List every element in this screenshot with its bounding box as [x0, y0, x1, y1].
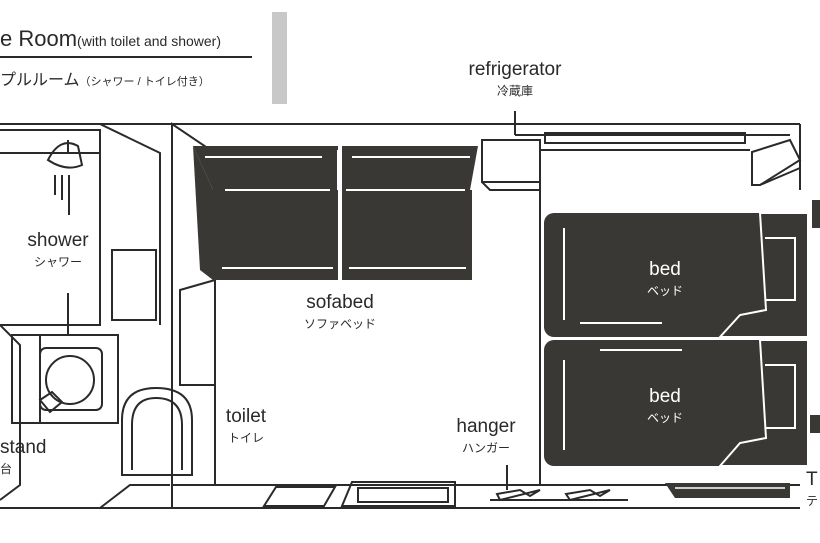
bed-bottom-label-en: bed [649, 386, 681, 407]
sofabed-label-en: sofabed [306, 292, 374, 313]
shower-label: shower シャワー [18, 231, 98, 268]
hanger-rack [490, 465, 628, 502]
washstand-sink [11, 334, 119, 424]
shower-label-ja: シャワー [33, 255, 82, 269]
tv-desk [665, 483, 790, 498]
stand-label-ja: 台 [0, 462, 13, 476]
sofabed [193, 146, 478, 280]
toilet-label-ja: トイレ [227, 431, 264, 445]
refrigerator [481, 111, 541, 191]
bed-top-label: bed ベッド [625, 260, 705, 297]
room-title-ja-sub: （シャワー / トイレ付き） [79, 76, 210, 88]
refrigerator-label-en: refrigerator [468, 59, 562, 80]
bed-bottom-shape [544, 339, 809, 467]
edge-right-label-en: T [806, 469, 818, 490]
hanger-label: hanger ハンガー [445, 417, 527, 454]
bed-top-label-ja: ベッド [646, 284, 683, 298]
toilet-label-en: toilet [225, 406, 267, 427]
shower-head-icon [46, 140, 84, 215]
hanger-label-ja: ハンガー [461, 441, 510, 455]
stand-label-en: stand [0, 437, 47, 458]
sofabed-label-ja: ソファベッド [303, 317, 376, 331]
shower-label-en: shower [27, 230, 89, 251]
refrigerator-label-ja: 冷蔵庫 [496, 84, 533, 98]
floor-mats [262, 481, 456, 507]
bed-top-label-en: bed [649, 259, 681, 280]
room-title: e Room(with toilet and shower) [0, 26, 221, 52]
bed-top-shape [544, 212, 809, 338]
room-title-ja-main: プルルーム [0, 72, 80, 89]
toilet-label: toilet トイレ [218, 407, 274, 444]
bed-bottom-label: bed ベッド [625, 387, 705, 424]
edge-right-label: T テ [806, 470, 820, 507]
toilet-bowl [121, 386, 193, 476]
bed-bottom-label-ja: ベッド [646, 411, 683, 425]
right-edge-objects [810, 200, 820, 433]
sofabed-label: sofabed ソファベッド [290, 293, 390, 330]
stand-label: stand 台 [0, 438, 50, 475]
hanger-label-en: hanger [456, 416, 516, 437]
room-title-sub: (with toilet and shower) [77, 33, 221, 49]
edge-right-label-ja: テ [806, 494, 819, 508]
room-title-main: e Room [0, 26, 78, 51]
room-title-ja: プルルーム（シャワー / トイレ付き） [0, 66, 210, 90]
shower-panel [111, 249, 157, 321]
title-accent-bar [272, 12, 287, 104]
refrigerator-label: refrigerator 冷蔵庫 [455, 60, 575, 97]
